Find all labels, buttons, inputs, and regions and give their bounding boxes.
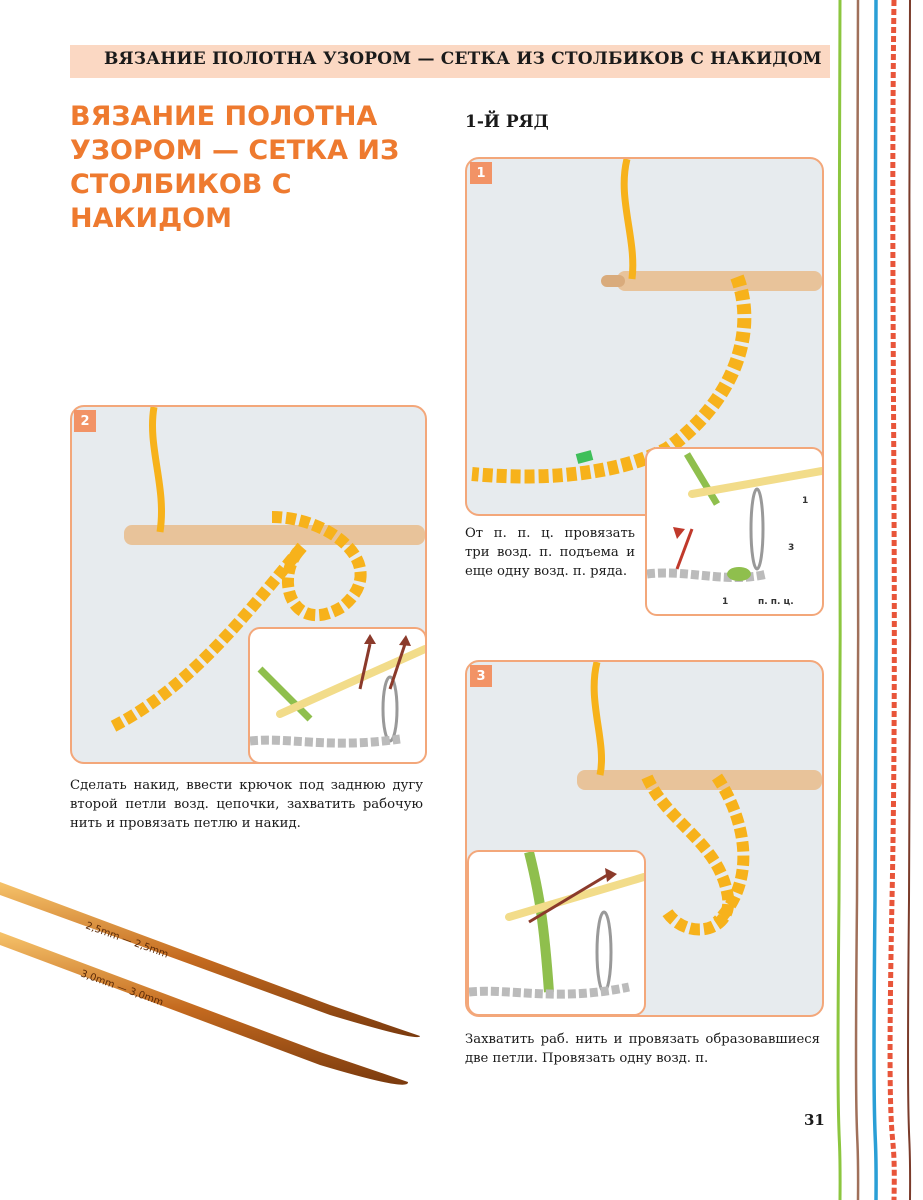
decorative-threads	[836, 0, 912, 1200]
header-title: ВЯЗАНИЕ ПОЛОТНА УЗОРОМ — СЕТКА ИЗ СТОЛБИ…	[104, 49, 822, 69]
step-3-illustration	[577, 662, 822, 936]
step-1-diagram	[645, 447, 824, 616]
step-1-number: 1	[470, 162, 492, 184]
row-heading: 1-Й РЯД	[465, 112, 549, 132]
hook-engraving-2: 3,0mm — 3,0mm	[79, 968, 165, 1008]
inset-label-3: 3	[788, 543, 795, 553]
step-2-caption: Сделать накид, ввести крючок под заднюю …	[70, 778, 423, 831]
step-3-diagram	[467, 850, 646, 1016]
step-1-caption: От п. п. ц. провязать три возд. п. подъе…	[465, 526, 635, 579]
inset-label-top-1: 1	[802, 496, 809, 506]
inset-label-ppc: п. п. ц.	[758, 597, 794, 607]
step-2-number: 2	[74, 410, 96, 432]
header-band	[70, 45, 830, 78]
step-2-illustration	[109, 407, 425, 733]
page-number: 31	[804, 1111, 825, 1129]
step-2-diagram	[248, 627, 427, 764]
step-3-caption: Захватить раб. нить и провязать образова…	[465, 1032, 820, 1066]
crochet-hooks-image: 2,5mm — 2,5mm 3,0mm — 3,0mm	[0, 882, 420, 1085]
inset-label-bottom-1: 1	[722, 597, 729, 607]
page-title: ВЯЗАНИЕ ПОЛОТНА УЗОРОМ — СЕТКА ИЗ СТОЛБИ…	[70, 101, 400, 234]
step-3-number: 3	[470, 665, 492, 687]
